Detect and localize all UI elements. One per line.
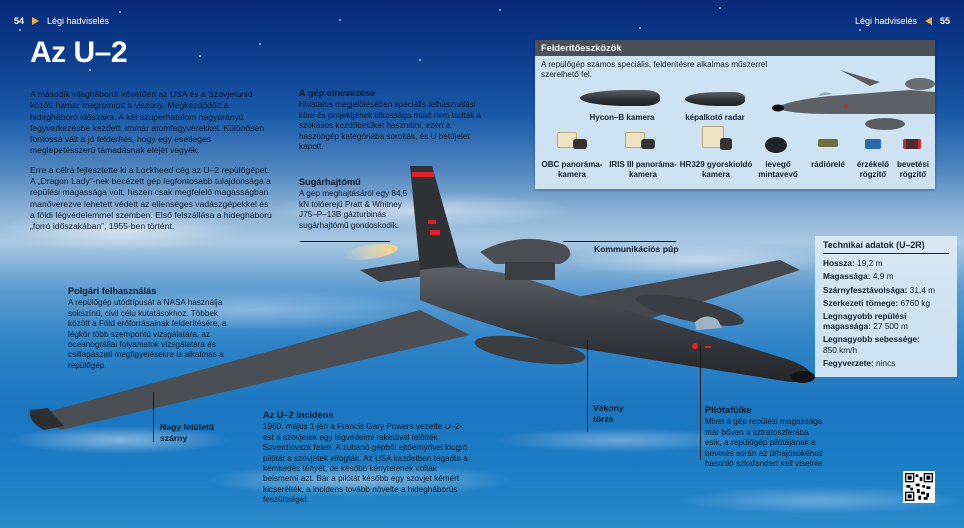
- left-section-title: Légi hadviselés: [47, 16, 110, 26]
- radar-pod-icon: [685, 92, 745, 106]
- cockpit-leader-line: [700, 345, 701, 460]
- incident-heading: Az U–2 incidens: [263, 410, 334, 420]
- qr-code[interactable]: [903, 471, 935, 503]
- spec-label: Legnagyobb repülési magassága:: [823, 311, 907, 332]
- recon-description: A repülőgép számos speciális, felderítés…: [541, 60, 768, 79]
- intro-paragraph: Erre a célra fejlesztette ki a Lockheed …: [30, 164, 272, 232]
- technical-data-panel: Technikai adatok (U–2R) Hossza: 19,2 m M…: [815, 236, 957, 378]
- spec-value: 850 km/h: [823, 344, 858, 355]
- cockpit-text: Mivel a gép repülési magassága már bőven…: [705, 417, 825, 469]
- radio-relay-icon: [818, 139, 838, 147]
- label-line: rögzítő: [859, 170, 887, 179]
- wing-leader-line: [153, 392, 154, 442]
- spec-value: 27 500 m: [873, 321, 908, 332]
- label-line: mintavevő: [758, 170, 798, 179]
- spec-row: Magassága: 4,9 m: [823, 271, 949, 281]
- fuselage-label: Vékony törzs: [593, 403, 624, 425]
- fuselage-leader-line: [587, 340, 588, 432]
- spec-value: 19,2 m: [857, 258, 883, 269]
- spec-value: nincs: [876, 357, 896, 368]
- label-line: kamera: [557, 170, 587, 179]
- qr-code-icon: [905, 473, 933, 501]
- civil-text: A repülőgép utódtípusát a NASA használja…: [68, 298, 227, 370]
- recon-equipment-panel: Felderítőeszközök A repülőgép számos spe…: [535, 40, 935, 189]
- label-line: kamera: [701, 170, 731, 179]
- recon-item-label: képalkotó radar: [685, 113, 745, 122]
- spec-value: 6760 kg: [900, 297, 931, 308]
- spec-row: Legnagyobb sebessége:850 km/h: [823, 334, 949, 354]
- label-line: levegő: [765, 160, 791, 169]
- comm-hump-label: Kommunikációs púp: [594, 244, 679, 254]
- spec-value: 31,4 m: [909, 284, 936, 295]
- naming-box: A gép elnevezése Hivatalos megjelölésébe…: [299, 88, 484, 152]
- specs-title: Technikai adatok (U–2R): [823, 240, 949, 255]
- cockpit-box: Pilótafülke Mivel a gép repülési magassá…: [705, 405, 825, 469]
- intro-paragraph: A második világháborút követően az USA é…: [30, 89, 265, 156]
- spec-label: Szárnyfesztávolsága:: [823, 284, 908, 295]
- recon-item-label: bevetési rögzítő: [891, 160, 935, 180]
- spec-row: Hossza: 19,2 m: [823, 258, 949, 268]
- recon-item-label: érzékelő rögzítő: [851, 160, 895, 180]
- spec-label: Fegyverzete:: [823, 357, 874, 368]
- engine-text: A gép meghajtásáról egy 84,5 kN tolóerej…: [299, 189, 408, 230]
- recon-title: Felderítőeszközök: [535, 40, 935, 56]
- label-line: kamera: [628, 170, 658, 179]
- recon-item-label: IRIS III panoráma- kamera: [605, 160, 681, 180]
- comm-hump-leader-line: [563, 241, 676, 242]
- fuselage-label-line1: Vékony: [593, 403, 624, 413]
- page-title: Az U–2: [30, 36, 128, 69]
- spec-label: Magassága:: [823, 271, 871, 282]
- label-line: érzékelő: [856, 160, 890, 169]
- cockpit-heading: Pilótafülke: [705, 405, 752, 415]
- intro-text: A második világháborút követően az USA é…: [30, 89, 275, 233]
- sensor-recorder-icon: [865, 139, 881, 149]
- recon-item-label: rádiórelé: [803, 160, 853, 170]
- civil-heading: Polgári felhasználás: [68, 286, 157, 296]
- u2-side-view-icon: [772, 70, 935, 130]
- recon-item-label: levegő mintavevő: [753, 160, 803, 180]
- engine-leader-line: [300, 241, 390, 242]
- wing-label-line2: szárny: [160, 433, 188, 443]
- spec-row: Szerkezeti tömege: 6760 kg: [823, 298, 949, 308]
- left-page-number: 54: [14, 16, 25, 26]
- quick-release-camera-icon: [702, 126, 734, 154]
- label-line: IRIS III panoráma-: [609, 160, 677, 169]
- engine-heading: Sugárhajtómű: [299, 177, 361, 187]
- spec-row: Szárnyfesztávolsága: 31,4 m: [823, 285, 949, 295]
- recon-item-label: OBC panoráma- kamera: [535, 160, 609, 180]
- recon-item-label: Hycon–B kamera: [589, 113, 655, 122]
- air-sampler-icon: [765, 137, 787, 153]
- label-line: rádiórelé: [811, 160, 845, 169]
- spec-value: 4,9 m: [872, 271, 894, 282]
- label-line: rögzítő: [899, 170, 927, 179]
- spec-row: Legnagyobb repülési magassága: 27 500 m: [823, 311, 949, 331]
- spec-label: Legnagyobb sebessége:: [823, 334, 920, 345]
- naming-text: Hivatalos megjelölésében speciális felha…: [299, 100, 482, 152]
- spec-label: Hossza:: [823, 258, 855, 269]
- arrow-left-icon: [924, 17, 932, 25]
- incident-box: Az U–2 incidens 1960. május 1-jén a Fran…: [263, 410, 473, 506]
- panoramic-camera-icon: [625, 132, 655, 154]
- panoramic-camera-icon: [557, 132, 587, 154]
- spec-row: Fegyverzete: nincs: [823, 358, 949, 368]
- label-line: OBC panoráma-: [541, 160, 603, 169]
- right-section-title: Légi hadviselés: [854, 16, 917, 26]
- fuselage-label-line2: törzs: [593, 414, 614, 424]
- left-page-header: 54 Légi hadviselés: [14, 16, 109, 26]
- wing-label: Nagy felületű szárny: [160, 422, 214, 444]
- spec-label: Szerkezeti tömege:: [823, 297, 899, 308]
- right-page-header: Légi hadviselés 55: [855, 16, 950, 26]
- civil-use-box: Polgári felhasználás A repülőgép utódtíp…: [68, 286, 228, 371]
- incident-text: 1960. május 1-jén a Francis Gary Powers …: [263, 422, 468, 505]
- arrow-right-icon: [32, 17, 40, 25]
- wing-label-line1: Nagy felületű: [160, 422, 214, 432]
- naming-heading: A gép elnevezése: [299, 88, 376, 98]
- camera-pod-icon: [580, 90, 660, 106]
- engine-box: Sugárhajtómű A gép meghajtásáról egy 84,…: [299, 177, 409, 231]
- mission-recorder-icon: [903, 139, 921, 149]
- label-line: HR329 gyorskioldó: [679, 160, 753, 169]
- recon-item-label: HR329 gyorskioldó kamera: [677, 160, 755, 180]
- right-page-number: 55: [939, 16, 950, 26]
- label-line: bevetési: [896, 160, 930, 169]
